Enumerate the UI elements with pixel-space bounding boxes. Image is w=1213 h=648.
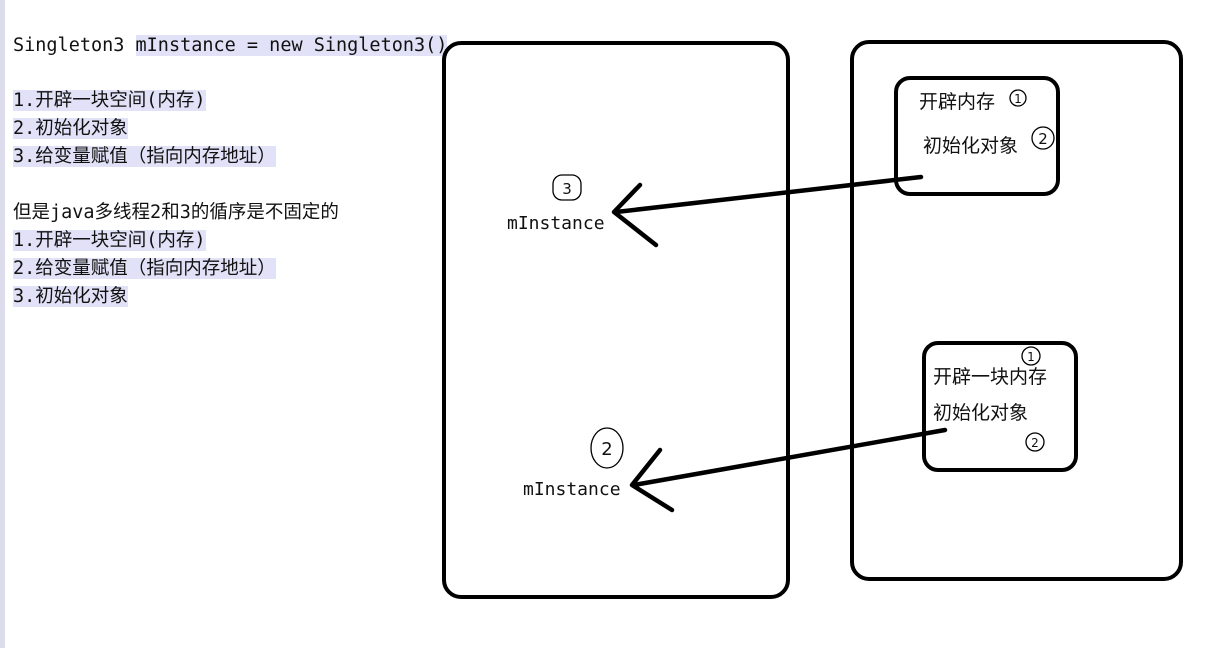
marker-circle-icon: 2 (590, 427, 624, 469)
marker-circle-icon: 2 (1025, 432, 1045, 452)
heap-object-bottom (922, 341, 1078, 472)
svg-text:1: 1 (1027, 350, 1035, 364)
step-1: 1.开辟一块空间(内存) (13, 90, 206, 111)
declaration-type: Singleton3 (13, 35, 136, 56)
stack-box (442, 41, 790, 599)
svg-text:3: 3 (562, 180, 572, 198)
marker-circle-icon: 2 (1031, 126, 1055, 150)
heap-box (850, 40, 1183, 581)
window-left-edge (0, 0, 5, 648)
heap-object-bottom-line2: 初始化对象 (933, 402, 1028, 424)
stack-ref-bottom-label: mInstance (523, 479, 621, 500)
stack-ref-top-label: mInstance (507, 213, 605, 234)
arrow-left-icon (629, 427, 948, 513)
reorder-note: 但是java多线程2和3的循序是不固定的 (13, 202, 339, 223)
declaration-line: Singleton3 mInstance = new Singleton3() (13, 33, 448, 59)
svg-text:2: 2 (601, 439, 612, 460)
heap-object-top-line2: 初始化对象 (923, 135, 1018, 157)
svg-text:1: 1 (1014, 92, 1022, 106)
marker-circle-icon: 1 (1021, 346, 1041, 366)
reordered-step-1: 1.开辟一块空间(内存) (13, 230, 206, 251)
step-2: 2.初始化对象 (13, 118, 128, 139)
step-3: 3.给变量赋值（指向内存地址） (13, 146, 276, 167)
arrow-left-icon (611, 174, 924, 248)
reordered-step-3: 3.初始化对象 (13, 286, 128, 307)
svg-text:2: 2 (1038, 130, 1048, 148)
reordered-step-2: 2.给变量赋值（指向内存地址） (13, 258, 276, 279)
svg-text:2: 2 (1031, 436, 1039, 450)
heap-object-top-line1: 开辟内存 (919, 91, 995, 113)
marker-circle-icon: 3 (552, 174, 582, 201)
heap-object-top (894, 76, 1060, 196)
declaration-rest: mInstance = new Singleton3() (135, 35, 448, 56)
marker-circle-icon: 1 (1009, 89, 1027, 107)
heap-object-bottom-line1: 开辟一块内存 (933, 366, 1047, 388)
